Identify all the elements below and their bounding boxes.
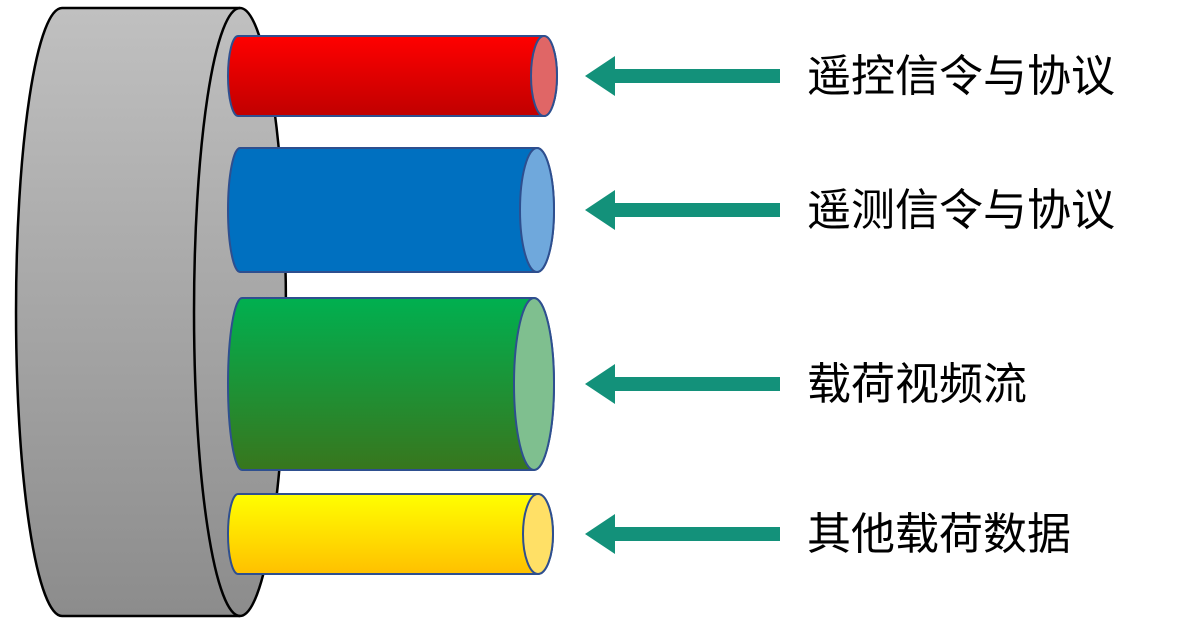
channel-end-cap bbox=[519, 147, 555, 273]
channel-telemetry: 遥测信令与协议 bbox=[227, 147, 1115, 273]
channel-tube bbox=[227, 35, 558, 117]
channel-label: 遥测信令与协议 bbox=[807, 185, 1115, 236]
channel-end-cap bbox=[522, 493, 554, 575]
channel-end-cap bbox=[530, 35, 558, 117]
arrow-icon bbox=[585, 514, 780, 554]
arrow-icon bbox=[585, 364, 780, 404]
arrow-icon bbox=[585, 190, 780, 230]
cable-end-face-edge bbox=[192, 6, 241, 618]
channel-telecontrol: 遥控信令与协议 bbox=[227, 35, 1115, 117]
channel-other-payload: 其他载荷数据 bbox=[227, 493, 1071, 575]
channel-tube bbox=[227, 297, 555, 471]
channel-label: 其他载荷数据 bbox=[807, 509, 1071, 560]
channel-tube bbox=[227, 493, 554, 575]
arrow-icon bbox=[585, 56, 780, 96]
channel-payload-video: 载荷视频流 bbox=[227, 297, 1027, 471]
channel-label: 遥控信令与协议 bbox=[807, 51, 1115, 102]
channel-tube bbox=[227, 147, 555, 273]
channel-end-cap bbox=[513, 297, 555, 471]
channel-label: 载荷视频流 bbox=[807, 359, 1027, 410]
